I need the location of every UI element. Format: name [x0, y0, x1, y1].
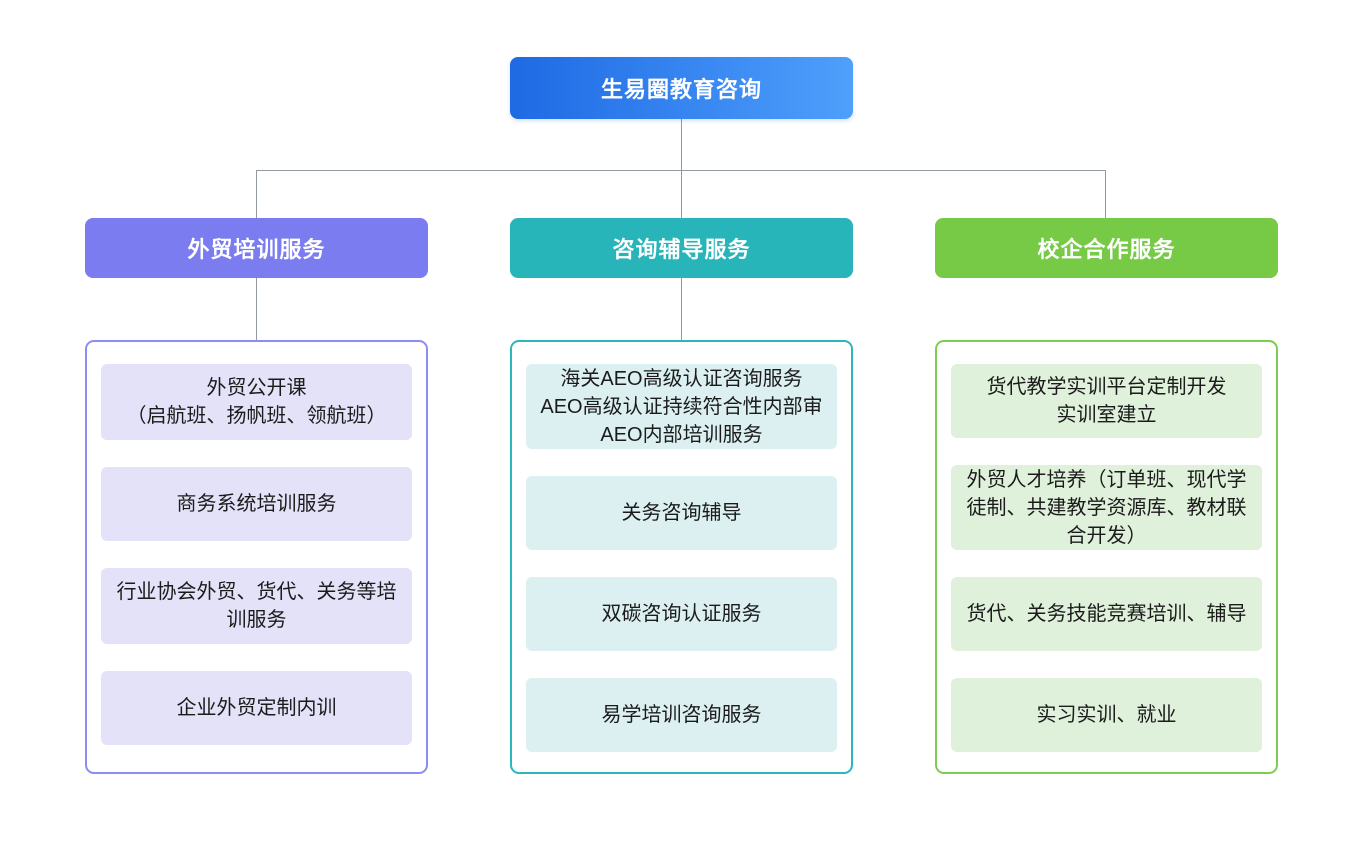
- branch-header-consulting: 咨询辅导服务: [510, 218, 853, 278]
- connector-root-vertical: [681, 119, 682, 171]
- branch-column-school-enterprise: 校企合作服务 货代教学实训平台定制开发 实训室建立 外贸人才培养（订单班、现代学…: [935, 218, 1278, 774]
- service-item: 外贸公开课 （启航班、扬帆班、领航班）: [101, 364, 412, 440]
- connector-header-to-list-2: [681, 278, 682, 340]
- service-item: 易学培训咨询服务: [526, 678, 837, 752]
- service-item: 商务系统培训服务: [101, 467, 412, 541]
- connector-drop-branch-1: [256, 170, 257, 218]
- connector-header-to-list-1: [256, 278, 257, 340]
- branch-column-trade-training: 外贸培训服务 外贸公开课 （启航班、扬帆班、领航班） 商务系统培训服务 行业协会…: [85, 218, 428, 774]
- branch-header-label: 外贸培训服务: [187, 237, 326, 262]
- branch-list-school-enterprise: 货代教学实训平台定制开发 实训室建立 外贸人才培养（订单班、现代学徒制、共建教学…: [935, 340, 1278, 774]
- connector-drop-branch-3: [1105, 170, 1106, 218]
- service-item: 行业协会外贸、货代、关务等培训服务: [101, 568, 412, 644]
- branch-header-trade-training: 外贸培训服务: [85, 218, 428, 278]
- service-item: 关务咨询辅导: [526, 476, 837, 550]
- branch-column-consulting: 咨询辅导服务 海关AEO高级认证咨询服务 AEO高级认证持续符合性内部审 AEO…: [510, 218, 853, 774]
- service-item: 外贸人才培养（订单班、现代学徒制、共建教学资源库、教材联合开发）: [951, 465, 1262, 550]
- service-item: 企业外贸定制内训: [101, 671, 412, 745]
- branch-header-label: 校企合作服务: [1037, 237, 1176, 262]
- connector-drop-branch-2: [681, 170, 682, 218]
- branch-list-trade-training: 外贸公开课 （启航班、扬帆班、领航班） 商务系统培训服务 行业协会外贸、货代、关…: [85, 340, 428, 774]
- service-item: 实习实训、就业: [951, 678, 1262, 752]
- root-node-label: 生易圈教育咨询: [600, 77, 762, 102]
- service-item: 货代、关务技能竞赛培训、辅导: [951, 577, 1262, 651]
- service-item: 货代教学实训平台定制开发 实训室建立: [951, 364, 1262, 438]
- branch-header-label: 咨询辅导服务: [612, 237, 751, 262]
- branch-list-consulting: 海关AEO高级认证咨询服务 AEO高级认证持续符合性内部审 AEO内部培训服务 …: [510, 340, 853, 774]
- service-item: 海关AEO高级认证咨询服务 AEO高级认证持续符合性内部审 AEO内部培训服务: [526, 364, 837, 449]
- root-node: 生易圈教育咨询: [510, 57, 853, 119]
- service-item: 双碳咨询认证服务: [526, 577, 837, 651]
- branch-header-school-enterprise: 校企合作服务: [935, 218, 1278, 278]
